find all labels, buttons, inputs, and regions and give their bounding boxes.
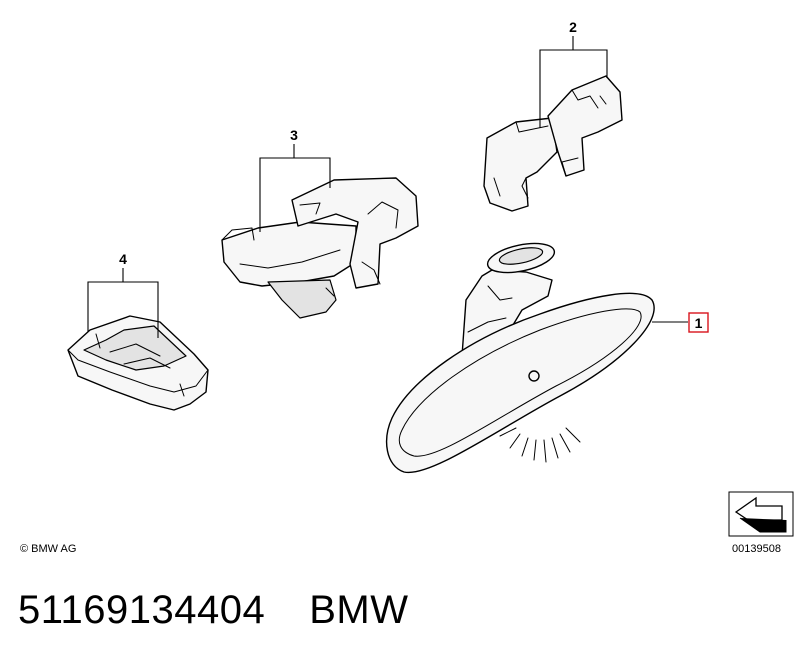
callout-1-highlight-box [688,312,709,333]
footer-caption: 51169134404 BMW [18,586,718,634]
part-3-cover-middle[interactable] [221,177,419,319]
part-2-cover-upper[interactable] [483,75,623,212]
part-number: 51169134404 [18,588,266,632]
callout-4: 4 [87,251,159,338]
callout-3-label: 3 [290,127,298,143]
brand-name: BMW [309,588,409,632]
light-sensor-rays [499,427,581,463]
callout-1: 1 [652,312,709,333]
callout-1-label: 1 [695,315,703,331]
view-direction-arrow-icon [728,491,794,537]
part-1-rear-view-mirror[interactable] [385,238,655,474]
part-4-cover-lower[interactable] [67,315,209,411]
callout-2-label: 2 [569,19,577,35]
callout-2: 2 [539,19,608,128]
callout-4-label: 4 [119,251,127,267]
drawing-number: 00139508 [732,543,781,555]
copyright-notice: © BMW AG [20,543,76,555]
callout-3: 3 [259,127,331,232]
